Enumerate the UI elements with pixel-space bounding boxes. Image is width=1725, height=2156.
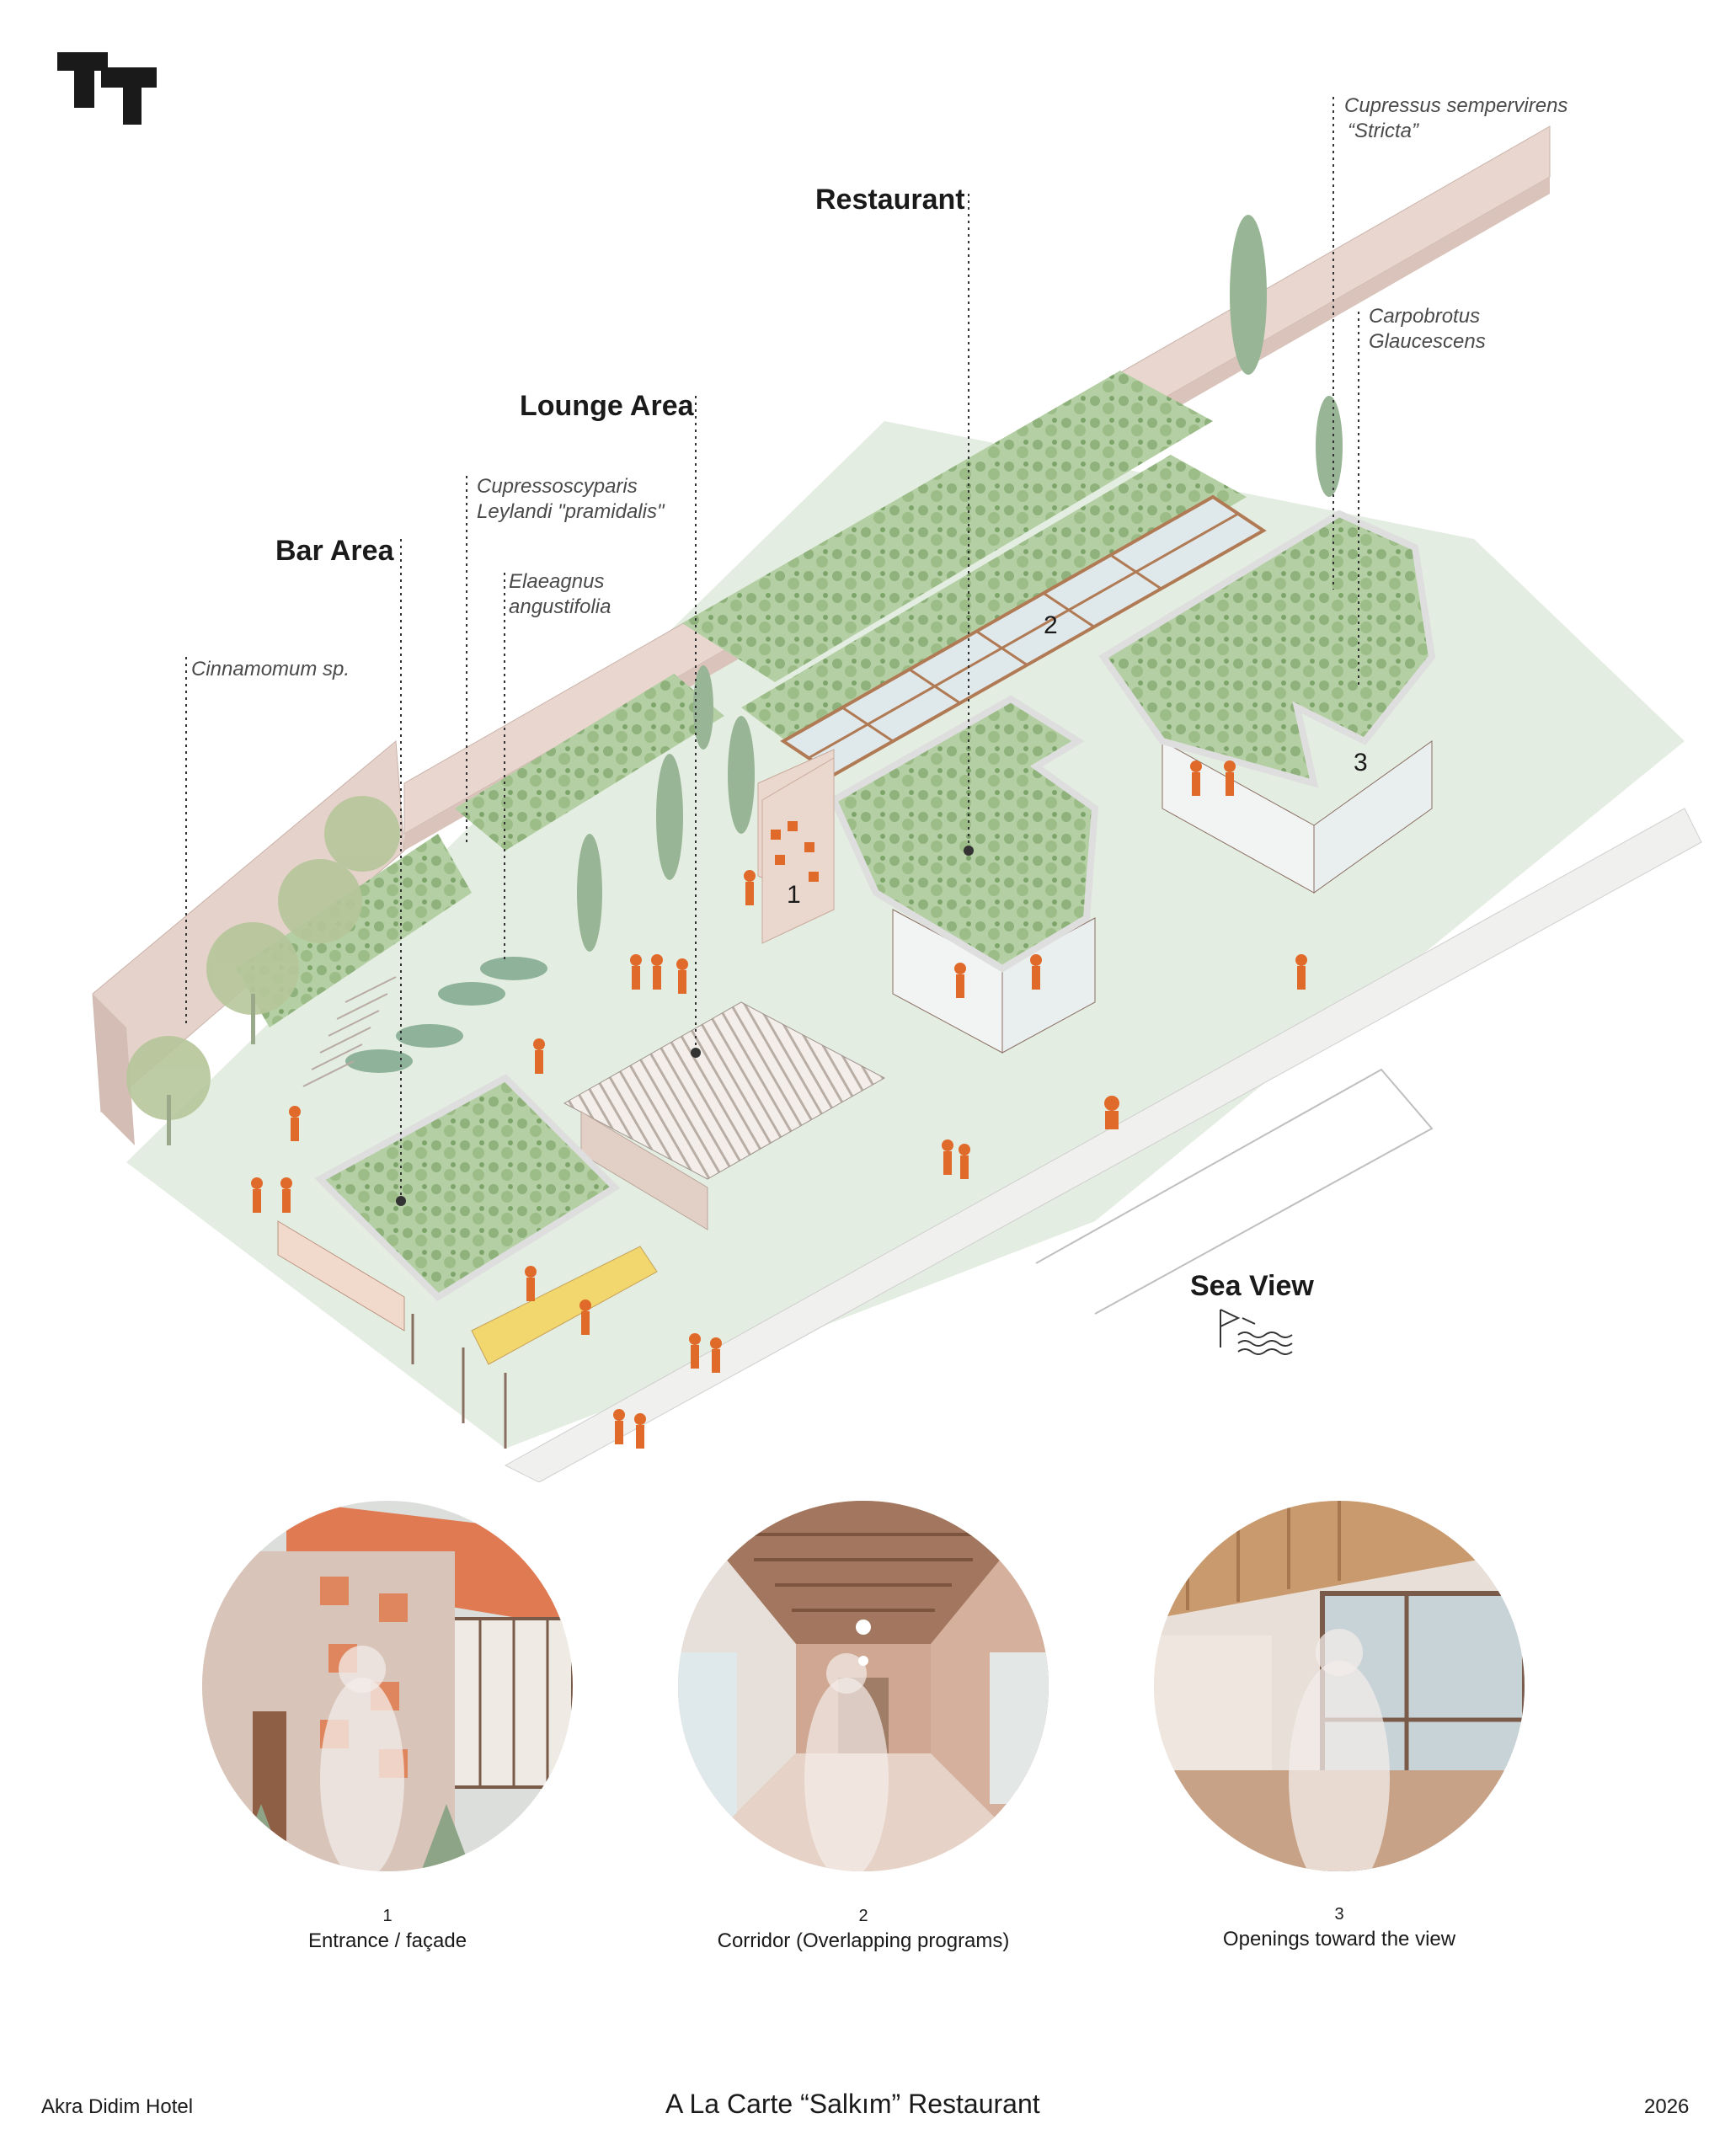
person-figure xyxy=(954,963,966,998)
person-figure xyxy=(959,1144,970,1179)
sea-view-icon xyxy=(1220,1309,1293,1355)
restaurant-roof-east xyxy=(1098,510,1436,788)
footer-year: 2026 xyxy=(1644,2095,1690,2118)
cypress-tree xyxy=(728,716,755,834)
lounge-area-label: Lounge Area xyxy=(520,390,694,422)
coastal-path xyxy=(504,808,1702,1482)
plant-label-carpobrotus: Carpobrotus Glaucescens xyxy=(1369,305,1486,353)
tree-canopy xyxy=(278,859,362,943)
vignette-entrance xyxy=(202,1501,573,1871)
person-figure xyxy=(613,1409,625,1444)
person-figure xyxy=(744,870,756,905)
stairs xyxy=(302,976,397,1087)
terrace-upper xyxy=(682,371,1213,682)
axonometric-site-plan xyxy=(92,97,1702,1482)
restaurant-label: Restaurant xyxy=(815,184,965,216)
caption-openings: 3 Openings toward the view xyxy=(1222,1905,1456,1951)
cypress-tree xyxy=(656,754,683,880)
palm-tree xyxy=(396,1024,463,1048)
person-figure xyxy=(289,1106,301,1141)
vignette-corridor xyxy=(678,1501,1049,1871)
plant-label-cupressus: Cupressus sempervirens “Stricta” xyxy=(1344,94,1568,142)
bar-facade xyxy=(277,1220,405,1331)
tree-canopy xyxy=(126,1036,211,1120)
cypress-tree xyxy=(1230,215,1267,375)
person-figure xyxy=(280,1177,292,1213)
marker-3: 3 xyxy=(1354,749,1368,776)
person-figure xyxy=(1030,954,1042,990)
person-figure xyxy=(533,1038,545,1074)
bar-roof xyxy=(314,1074,621,1302)
plant-label-cupressocyparis: Cupressoscyparis Leylandi "pramidalis" xyxy=(477,475,665,523)
marker-1: 1 xyxy=(787,881,801,909)
cypress-tree xyxy=(1316,396,1343,497)
plant-label-elaeagnus: Elaeagnus angustifolia xyxy=(509,570,611,618)
tree-canopy xyxy=(324,796,400,872)
sea-view-label: Sea View xyxy=(1190,1270,1314,1302)
person-figure xyxy=(689,1333,701,1369)
palm-tree xyxy=(438,982,505,1006)
person-figure xyxy=(942,1139,953,1175)
person-figure xyxy=(676,958,688,994)
person-figure xyxy=(634,1413,646,1449)
palm-tree xyxy=(480,957,547,980)
restaurant-roof-center xyxy=(829,695,1099,973)
caption-entrance: 1 Entrance / façade xyxy=(307,1907,467,1952)
person-figure xyxy=(525,1266,537,1301)
person-figure xyxy=(579,1299,591,1335)
person-figure xyxy=(251,1177,263,1213)
entrance-facade-panel xyxy=(761,757,835,944)
person-figure xyxy=(710,1337,722,1373)
marker-2: 2 xyxy=(1044,611,1058,639)
tree-canopy xyxy=(206,922,299,1015)
footer-project-title: A La Carte “Salkım” Restaurant xyxy=(665,2089,1040,2119)
person-figure xyxy=(651,954,663,990)
vignette-openings xyxy=(1154,1501,1525,1871)
plant-label-cinnamomum: Cinnamomum sp. xyxy=(191,658,350,680)
person-figure xyxy=(1104,1096,1119,1129)
person-figure xyxy=(630,954,642,990)
person-figure xyxy=(1224,760,1236,796)
person-figure xyxy=(1190,760,1202,796)
caption-corridor: 2 Corridor (Overlapping programs) xyxy=(717,1907,1010,1952)
footer-project-client: Akra Didim Hotel xyxy=(41,2095,194,2118)
cypress-tree xyxy=(693,665,713,750)
palm-tree xyxy=(345,1049,413,1073)
bar-area-label: Bar Area xyxy=(275,535,394,567)
cypress-tree xyxy=(577,834,602,952)
person-figure xyxy=(1295,954,1307,990)
lounge-pergola xyxy=(563,1001,886,1180)
terrace-left xyxy=(455,674,724,851)
studio-logo xyxy=(57,52,157,125)
terrace-middle xyxy=(741,455,1247,758)
